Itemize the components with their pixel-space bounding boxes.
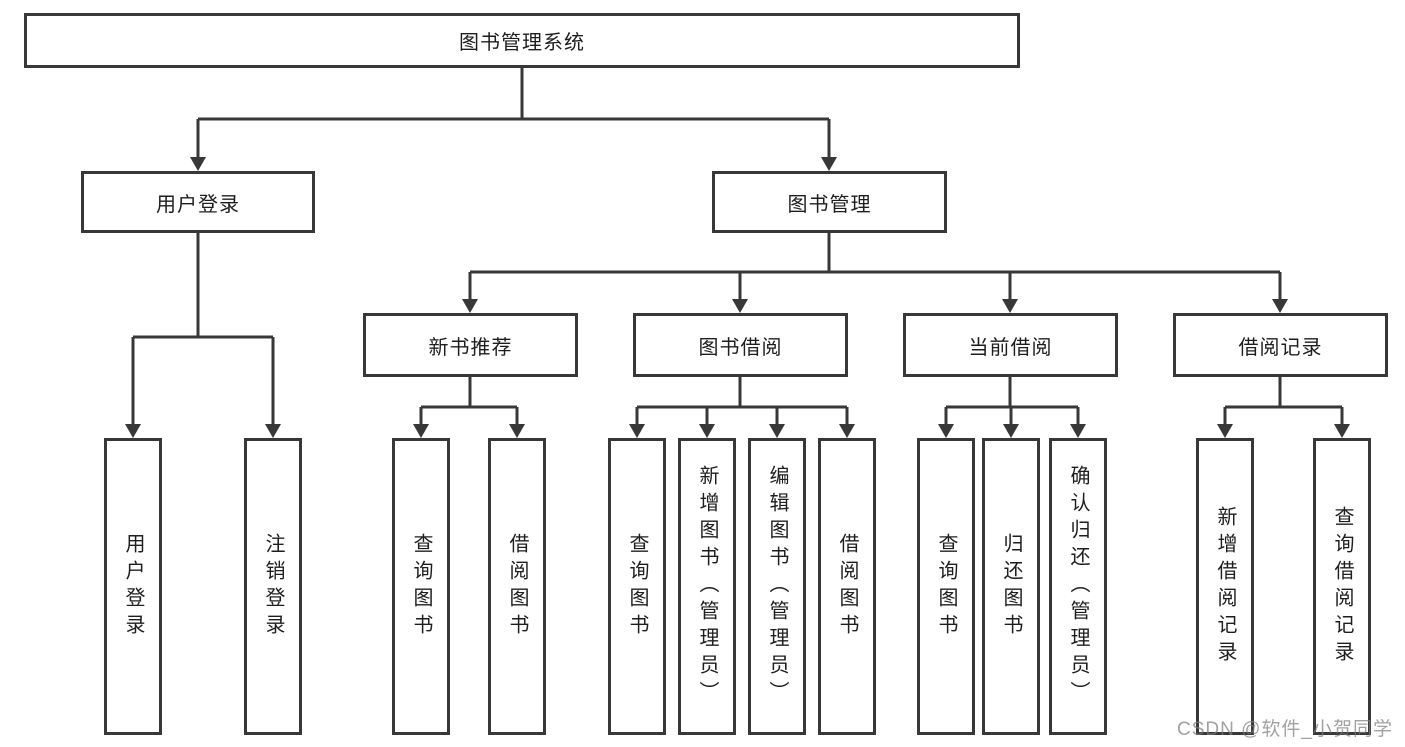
leaf-recommend-borrow-books: 借阅图书 — [488, 438, 546, 735]
arrowhead — [462, 299, 478, 313]
leaf-recommend-query-books-label: 查询图书 — [410, 532, 432, 641]
csdn-watermark: CSDN @软件_小贺同学 — [1177, 719, 1393, 740]
arrowhead — [125, 424, 141, 438]
node-book-management: 图书管理 — [712, 171, 947, 233]
arrowhead — [732, 299, 748, 313]
leaf-recommend-query-books: 查询图书 — [392, 438, 450, 735]
leaf-query-borrow-record: 查询借阅记录 — [1313, 438, 1371, 735]
arrowhead — [821, 157, 837, 171]
edge-current-to-leaves — [944, 377, 1080, 425]
node-book-borrow: 图书借阅 — [633, 313, 848, 377]
leaf-edit-books-admin: 编辑图书（管理员） — [748, 438, 806, 735]
node-user-login: 用户登录 — [81, 171, 315, 233]
node-current-borrow: 当前借阅 — [903, 313, 1118, 377]
connector-strokes — [131, 68, 1344, 425]
arrowhead — [1070, 424, 1086, 438]
node-new-book-recommend: 新书推荐 — [363, 313, 578, 377]
arrowhead — [509, 424, 525, 438]
node-book-management-label: 图书管理 — [787, 193, 872, 216]
arrowhead — [1002, 299, 1018, 313]
arrowhead — [1334, 424, 1350, 438]
node-user-login-label: 用户登录 — [156, 193, 240, 216]
leaf-add-borrow-record: 新增借阅记录 — [1196, 438, 1254, 735]
leaf-current-query-books-label: 查询图书 — [935, 532, 957, 641]
node-library-system-label: 图书管理系统 — [459, 32, 585, 54]
leaf-borrow-books: 借阅图书 — [818, 438, 876, 735]
edge-management-to-level3 — [468, 233, 1282, 300]
arrowhead — [265, 424, 281, 438]
node-borrow-records: 借阅记录 — [1173, 313, 1388, 377]
node-library-system: 图书管理系统 — [24, 13, 1020, 68]
leaf-user-login-label: 用户登录 — [122, 532, 144, 641]
leaf-borrow-query-books: 查询图书 — [608, 438, 666, 735]
leaf-add-books-admin-label: 新增图书（管理员） — [696, 465, 718, 708]
node-current-borrow-label: 当前借阅 — [968, 336, 1053, 359]
leaf-confirm-return-admin-label: 确认归还（管理员） — [1067, 465, 1089, 708]
node-book-borrow-label: 图书借阅 — [698, 336, 783, 359]
arrowhead — [413, 424, 429, 438]
leaf-logout-label: 注销登录 — [262, 532, 284, 641]
leaf-query-borrow-record-label: 查询借阅记录 — [1331, 505, 1353, 668]
leaf-confirm-return-admin: 确认归还（管理员） — [1049, 438, 1107, 735]
edge-recommend-to-leaves — [419, 377, 519, 425]
node-borrow-records-label: 借阅记录 — [1238, 336, 1323, 359]
edge-login-to-leaves — [131, 233, 275, 425]
arrowhead — [1217, 424, 1233, 438]
leaf-return-books-label: 归还图书 — [1000, 532, 1022, 641]
arrowhead — [699, 424, 715, 438]
edge-borrow-to-leaves — [635, 377, 849, 425]
edge-root-to-level2 — [196, 68, 831, 158]
arrowhead — [839, 424, 855, 438]
arrowhead — [1003, 424, 1019, 438]
arrowhead — [629, 424, 645, 438]
leaf-recommend-borrow-books-label: 借阅图书 — [506, 532, 528, 641]
leaf-user-login: 用户登录 — [104, 438, 162, 735]
leaf-edit-books-admin-label: 编辑图书（管理员） — [766, 465, 788, 708]
leaf-current-query-books: 查询图书 — [917, 438, 975, 735]
arrowheads — [125, 157, 1350, 438]
arrowhead — [938, 424, 954, 438]
leaf-return-books: 归还图书 — [982, 438, 1040, 735]
leaf-add-borrow-record-label: 新增借阅记录 — [1214, 505, 1236, 668]
node-new-book-recommend-label: 新书推荐 — [428, 336, 513, 359]
leaf-add-books-admin: 新增图书（管理员） — [678, 438, 736, 735]
arrowhead — [190, 157, 206, 171]
arrowhead — [1272, 299, 1288, 313]
leaf-logout: 注销登录 — [244, 438, 302, 735]
leaf-borrow-books-label: 借阅图书 — [836, 532, 858, 641]
arrowhead — [769, 424, 785, 438]
edge-records-to-leaves — [1223, 377, 1344, 425]
leaf-borrow-query-books-label: 查询图书 — [626, 532, 648, 641]
